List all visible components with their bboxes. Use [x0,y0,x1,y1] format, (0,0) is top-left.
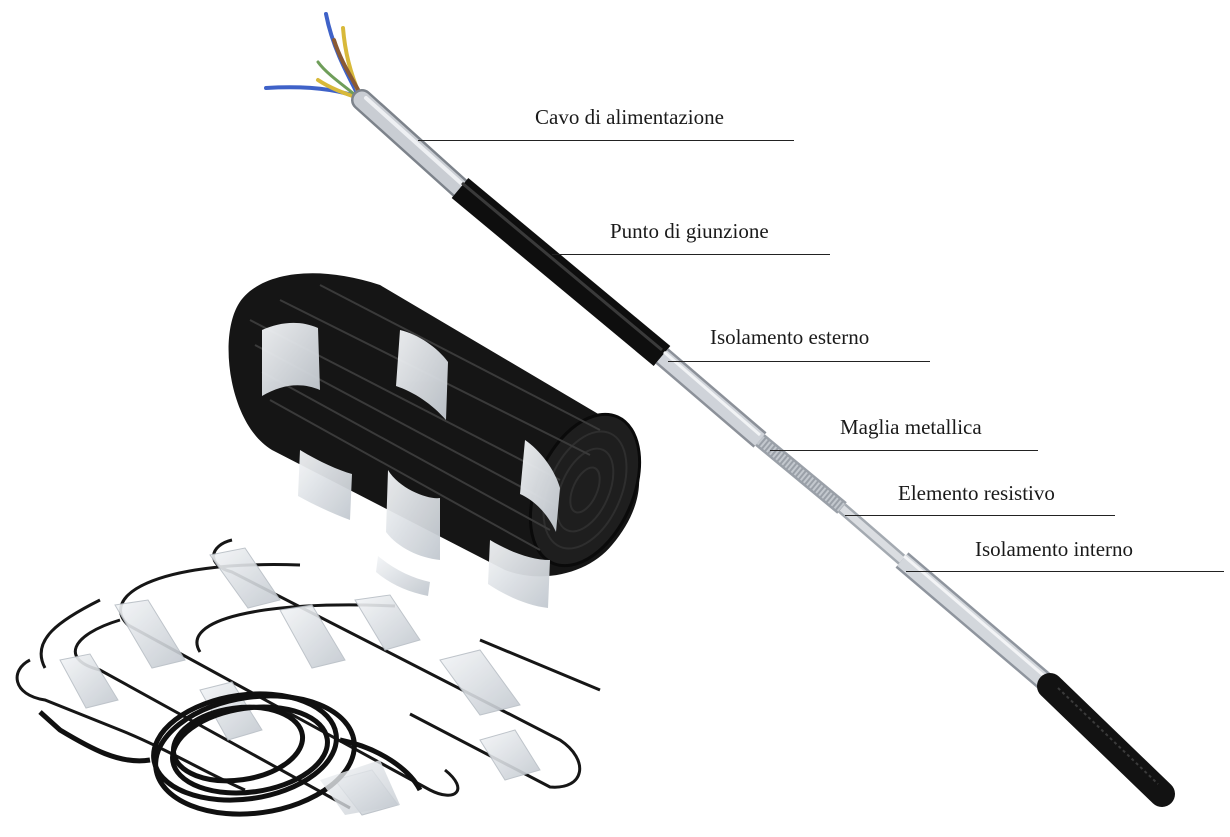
leader-line-junction-point [552,254,830,255]
label-metal-mesh: Maglia metallica [840,417,982,438]
label-inner-insulation: Isolamento interno [975,539,1133,560]
label-junction-point: Punto di giunzione [610,221,769,242]
mat-roll [229,273,662,608]
label-outer-insulation: Isolamento esterno [710,327,869,348]
label-power-cable: Cavo di alimentazione [535,107,724,128]
label-resistive-element: Elemento resistivo [898,483,1055,504]
heating-mat-photo [17,273,661,826]
exposed-wires [266,14,362,99]
leader-line-outer-insulation [668,361,930,362]
leader-line-power-cable [418,140,794,141]
leader-line-inner-insulation [906,571,1224,572]
leader-line-resistive-element [845,515,1115,516]
leader-line-metal-mesh [770,450,1038,451]
